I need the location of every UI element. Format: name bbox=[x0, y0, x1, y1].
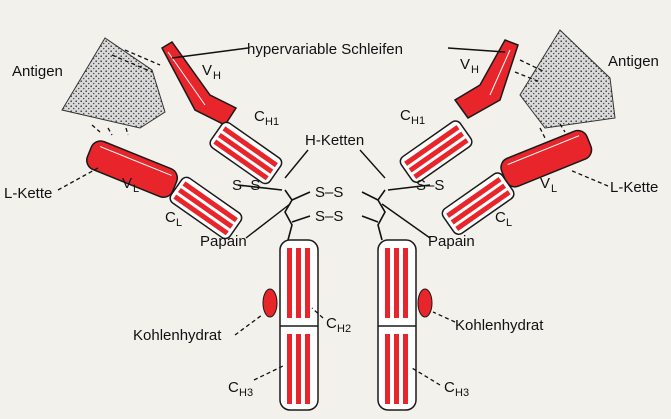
svg-text:H: H bbox=[471, 64, 479, 76]
carbohydrate-left bbox=[263, 289, 277, 317]
svg-text:H1: H1 bbox=[411, 115, 425, 127]
svg-text:V: V bbox=[460, 56, 470, 73]
svg-text:C: C bbox=[444, 379, 455, 396]
label-papain-left: Papain bbox=[200, 233, 247, 250]
fc-left-stem bbox=[280, 240, 318, 410]
svg-text:C: C bbox=[165, 209, 176, 226]
svg-text:V: V bbox=[540, 175, 550, 192]
svg-text:V: V bbox=[202, 62, 212, 79]
label-l-kette-left: L-Kette bbox=[4, 185, 52, 202]
svg-text:H: H bbox=[213, 70, 221, 82]
label-hypervariable: hypervariable Schleifen bbox=[247, 41, 403, 58]
label-kohlenhydrat-left: Kohlenhydrat bbox=[133, 327, 222, 344]
label-ss-left: S–S bbox=[232, 177, 260, 194]
label-h-ketten: H-Ketten bbox=[305, 132, 364, 149]
svg-text:L: L bbox=[133, 183, 139, 195]
label-antigen-left: Antigen bbox=[12, 63, 63, 80]
label-ss-right: S–S bbox=[416, 177, 444, 194]
svg-text:C: C bbox=[254, 108, 265, 125]
svg-text:L: L bbox=[176, 217, 182, 229]
svg-text:V: V bbox=[122, 175, 132, 192]
svg-text:C: C bbox=[228, 379, 239, 396]
label-kohlenhydrat-right: Kohlenhydrat bbox=[455, 317, 544, 334]
label-ss-hinge-lower: S–S bbox=[315, 208, 343, 225]
label-ss-hinge-upper: S–S bbox=[315, 184, 343, 201]
svg-text:H3: H3 bbox=[239, 387, 253, 399]
svg-text:C: C bbox=[326, 315, 337, 332]
svg-text:H2: H2 bbox=[337, 323, 351, 335]
svg-text:H1: H1 bbox=[265, 116, 279, 128]
svg-text:C: C bbox=[400, 107, 411, 124]
carbohydrate-right bbox=[418, 289, 432, 317]
svg-text:C: C bbox=[495, 209, 506, 226]
label-papain-right: Papain bbox=[428, 233, 475, 250]
fc-right-stem bbox=[378, 240, 416, 410]
label-l-kette-right: L-Kette bbox=[610, 179, 658, 196]
svg-text:L: L bbox=[506, 217, 512, 229]
svg-text:H3: H3 bbox=[455, 387, 469, 399]
label-antigen-right: Antigen bbox=[608, 53, 659, 70]
svg-text:L: L bbox=[551, 183, 557, 195]
